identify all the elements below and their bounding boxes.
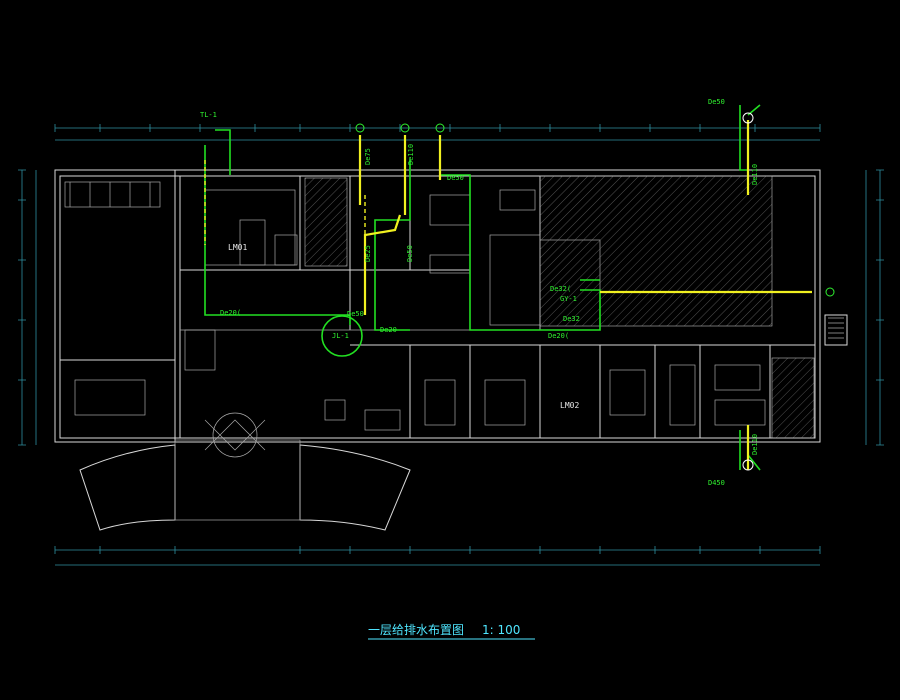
label-de50-top: De50 bbox=[708, 98, 725, 106]
pipe-labels: TL-1 De20( De75 De110 De50 De25 De50 De5… bbox=[200, 98, 759, 487]
label-riser-gy: GY-1 bbox=[560, 295, 577, 303]
label-de25-a: De25 bbox=[364, 245, 372, 262]
detail-callout-circle bbox=[321, 315, 363, 357]
label-de110-a: De110 bbox=[407, 144, 415, 165]
drawing-title-block: 一层给排水布置图 1: 100 bbox=[368, 623, 535, 640]
label-d450: D450 bbox=[708, 479, 725, 487]
fixture-markers bbox=[355, 112, 835, 471]
label-de110-top: De110 bbox=[751, 164, 759, 185]
room-labels: LM02 LM01 bbox=[228, 243, 579, 410]
label-de50-b: De50 bbox=[406, 245, 414, 262]
label-de32-b: De32 bbox=[563, 315, 580, 323]
hatched-areas bbox=[304, 175, 815, 439]
label-riser-jl: JL-1 bbox=[332, 332, 349, 340]
label-de32-a: De32( bbox=[550, 285, 571, 293]
dimension-lines bbox=[18, 124, 884, 566]
entrance-canopy bbox=[79, 412, 411, 531]
room-label-lm02: LM02 bbox=[560, 401, 579, 410]
dimension-ticks-top bbox=[18, 124, 884, 554]
label-de20-main: De20( bbox=[220, 309, 241, 317]
label-de50-c: De50 bbox=[347, 310, 364, 318]
label-de75: De75 bbox=[364, 148, 372, 165]
drawing-scale: 1: 100 bbox=[482, 623, 520, 637]
room-label-lm01: LM01 bbox=[228, 243, 247, 252]
label-tl1: TL-1 bbox=[200, 111, 217, 119]
label-de50-a: De50 bbox=[447, 174, 464, 182]
label-de20-c: De20( bbox=[548, 332, 569, 340]
label-de110-bottom: De110 bbox=[751, 434, 759, 455]
drain-pipes bbox=[204, 120, 812, 470]
drawing-title: 一层给排水布置图 bbox=[368, 623, 464, 637]
label-de20-b: De20 bbox=[380, 326, 397, 334]
